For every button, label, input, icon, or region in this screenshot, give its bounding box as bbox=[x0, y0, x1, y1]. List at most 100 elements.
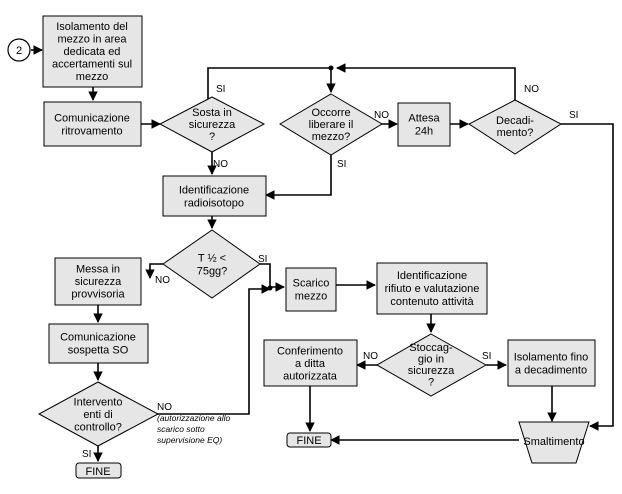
text-line: sicurezza bbox=[75, 276, 122, 288]
text-line: autorizzata bbox=[283, 371, 338, 383]
terminal-fine-left: FINE bbox=[75, 462, 122, 479]
text-line: Attesa bbox=[408, 113, 440, 125]
text-line: ? bbox=[428, 376, 434, 388]
label-no-interv: NO bbox=[157, 402, 172, 413]
label-si-stocc: SI bbox=[482, 351, 491, 362]
text-line: controllo? bbox=[74, 422, 122, 434]
text-line: accertamenti sul bbox=[52, 59, 132, 71]
text-line: Stoccag- bbox=[409, 342, 453, 354]
text-line: provvisoria bbox=[71, 289, 125, 301]
text-line: sospetta SO bbox=[68, 345, 129, 357]
text-line: FINE bbox=[85, 466, 110, 478]
label-si-sosta: SI bbox=[216, 84, 225, 95]
edge-labels: SI NO NO SI NO SI SI NO NO SI NO SI bbox=[82, 84, 578, 460]
svg-text:FINE: FINE bbox=[85, 466, 110, 478]
text-line: mezzo bbox=[76, 71, 108, 83]
start-connector: 2 bbox=[7, 38, 31, 62]
text-line: mezzo? bbox=[312, 131, 351, 143]
text-line: liberare il bbox=[309, 119, 354, 131]
text-line: enti di bbox=[83, 409, 112, 421]
text-line: mezzo bbox=[295, 291, 327, 303]
svg-text:2: 2 bbox=[16, 45, 22, 57]
text-line: Occorre bbox=[311, 107, 350, 119]
text-line: sicurezza bbox=[189, 119, 236, 131]
label-si-occorre: SI bbox=[337, 159, 346, 170]
decision-decadimento: Decadi-mento? bbox=[468, 99, 562, 155]
text-line: ? bbox=[209, 131, 215, 143]
text-line: rifiuto e valutazione bbox=[385, 283, 480, 295]
text-line: Identificazione bbox=[179, 185, 249, 197]
text-line: contenuto attività bbox=[390, 296, 474, 308]
label-si-interv: SI bbox=[82, 449, 91, 460]
text-line: supervisione EQ) bbox=[157, 435, 222, 445]
text-line: FINE bbox=[296, 435, 321, 447]
decision-t-half: T ½ <75gg? bbox=[162, 229, 261, 299]
text-line: Isolamento fino bbox=[514, 352, 589, 364]
text-line: gio in bbox=[418, 353, 444, 365]
text-line: mento? bbox=[497, 127, 534, 139]
text-line: a ditta bbox=[295, 358, 326, 370]
label-no-sosta: NO bbox=[213, 159, 228, 170]
edges bbox=[31, 45, 614, 462]
text-line: T ½ < bbox=[198, 253, 226, 265]
text-line: Comunicazione bbox=[60, 332, 136, 344]
label-si-thalf: SI bbox=[258, 254, 267, 265]
text-line: radioisotopo bbox=[184, 198, 244, 210]
text-line: Sosta in bbox=[192, 107, 232, 119]
text-line: Conferimento bbox=[277, 346, 343, 358]
text-line: a decadimento bbox=[515, 365, 587, 377]
text-line: sicurezza bbox=[408, 365, 455, 377]
text-line: 75gg? bbox=[197, 266, 228, 278]
text-line: Isolamento del bbox=[56, 21, 128, 33]
text-line: scarico sotto bbox=[157, 424, 205, 434]
text-line: Decadi- bbox=[496, 115, 534, 127]
svg-text:Smaltimento: Smaltimento bbox=[523, 436, 584, 448]
label-no-thalf: NO bbox=[155, 275, 170, 286]
label-no-occorre: NO bbox=[374, 110, 389, 121]
svg-text:T ½ <75gg?: T ½ <75gg? bbox=[197, 253, 228, 278]
svg-text:FINE: FINE bbox=[296, 435, 321, 447]
text-line: Comunicazione bbox=[54, 113, 130, 125]
label-no-decad: NO bbox=[524, 84, 539, 95]
text-line: 24h bbox=[415, 126, 433, 138]
text-line: Intervento bbox=[74, 397, 123, 409]
terminal-fine-mid: FINE bbox=[286, 432, 332, 448]
text-line: Smaltimento bbox=[523, 436, 584, 448]
text-line: mezzo in area bbox=[57, 34, 127, 46]
text-line: dedicata ed bbox=[64, 46, 121, 58]
text-line: Identificazione bbox=[397, 270, 467, 282]
text-line: Scarico bbox=[293, 278, 330, 290]
label-si-decad: SI bbox=[569, 110, 578, 121]
svg-text:Decadi-mento?: Decadi-mento? bbox=[496, 115, 534, 139]
node-smaltimento: Smaltimento bbox=[518, 421, 590, 464]
